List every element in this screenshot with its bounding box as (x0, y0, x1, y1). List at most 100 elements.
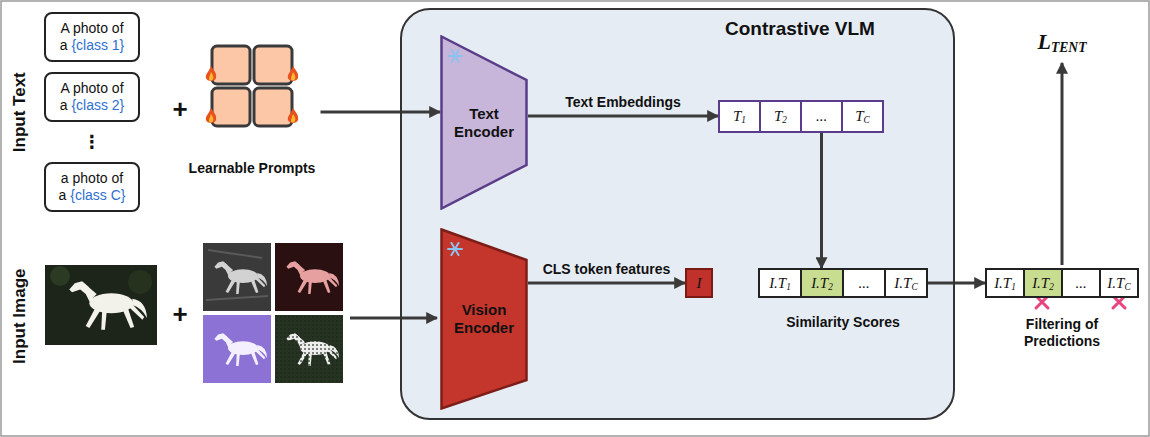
class-placeholder: {class 1} (71, 37, 124, 53)
encoder-body (442, 230, 527, 409)
loss-label: LTENT (1037, 29, 1086, 55)
text-part: T (733, 108, 741, 124)
edge-label: CLS token features (540, 261, 674, 277)
embedding-cell: T1 (718, 100, 761, 133)
snowflake-stroke (452, 50, 459, 62)
node-text: Vision Encoder (444, 301, 524, 337)
node-text: A photo of a {class 1} (56, 20, 128, 55)
node-text: T1 (733, 109, 746, 124)
node-text: I.T1 (769, 276, 791, 291)
row-heading: Input Text (10, 72, 30, 152)
encoder-body (442, 37, 527, 209)
vertical-ellipsis: ⋮ (83, 131, 101, 153)
arrow-connector (820, 133, 823, 268)
container-title: Contrastive VLM (725, 18, 875, 40)
class-placeholder: {class 2} (71, 97, 124, 113)
node-text: I.T1 (994, 276, 1016, 291)
augmentation-color-shift (275, 243, 343, 311)
image-input-arrow (350, 317, 437, 320)
photo-foliage (50, 266, 70, 286)
subscript: C (1124, 282, 1130, 292)
flame-icon (288, 66, 298, 81)
prompt-token (212, 88, 250, 126)
horse-figure (69, 281, 147, 329)
subscript: 1 (1011, 282, 1016, 292)
node-text: Learnable Prompts (189, 160, 316, 176)
embedding-cell: T2 (759, 100, 802, 133)
arrow-connector (528, 115, 718, 118)
prompt-template-box: a photo of a {class C} (44, 162, 140, 212)
horse-figure (214, 333, 267, 366)
frozen-icon (448, 243, 462, 255)
node-text: I.TC (1107, 276, 1130, 291)
similarity-cell: I.TC (884, 268, 928, 298)
node-text: I.T2 (811, 276, 833, 291)
class-placeholder: {class C} (70, 187, 125, 203)
subscript: 2 (1049, 282, 1054, 292)
node-text: A photo of a {class 2} (56, 80, 128, 115)
text-part: L (1037, 29, 1050, 54)
arrow-connector (528, 282, 685, 285)
node-text: I.TC (894, 276, 917, 291)
snowflake-stroke (452, 243, 459, 255)
prompt-token (212, 46, 250, 84)
prompt-token (254, 88, 292, 126)
text-part: I.T (1032, 275, 1049, 291)
node-text: a photo of a {class C} (56, 170, 128, 205)
horse-figure (214, 261, 267, 294)
flame-icon (206, 66, 216, 81)
subscript: 2 (828, 282, 833, 292)
augmented-photos (203, 243, 343, 383)
text-part: T (774, 108, 782, 124)
text-part: I.T (994, 275, 1011, 291)
snowflake-stroke (452, 50, 459, 62)
text-part: T (855, 108, 863, 124)
photo-texture (206, 250, 268, 300)
snowflake-stroke (452, 243, 459, 255)
prompt-token (254, 46, 292, 84)
flame-icon (206, 108, 216, 123)
text-encoder: Text Encoder (440, 35, 528, 210)
augmentation-hue (203, 315, 271, 383)
node-text: TC (855, 109, 870, 124)
row-heading: Input Image (10, 268, 30, 363)
subscript: 1 (741, 115, 746, 125)
embedding-cell: ... (800, 100, 843, 133)
prompt-template-box: A photo of a {class 2} (44, 72, 140, 122)
arrow-connector (321, 111, 441, 114)
node-text: I (697, 276, 702, 291)
augmentation-pixelate (275, 315, 343, 383)
loss-arrow (1061, 63, 1064, 265)
similarity-cell: I.T2 (800, 268, 844, 298)
learnable-prompts: Learnable Prompts (184, 40, 321, 178)
node-text: T2 (774, 109, 787, 124)
horse-figure (286, 261, 339, 294)
augmentation-grayscale (203, 243, 271, 311)
image-feature-cell: I (685, 268, 713, 298)
subscript: 2 (782, 115, 787, 125)
model-container-fill (401, 9, 954, 419)
vision-encoder: Vision Encoder (440, 228, 528, 410)
subscript: 1 (786, 282, 791, 292)
node-text: ... (858, 276, 869, 291)
node-text: I.T2 (1032, 276, 1054, 291)
learnable-prompt-squares (206, 46, 298, 126)
text-part: I.T (811, 275, 828, 291)
text-part: I.T (769, 275, 786, 291)
embedding-cell: TC (841, 100, 884, 133)
arrow-connector (928, 282, 985, 285)
filtered-score-cell: ... (1061, 268, 1101, 298)
subscript: TENT (1051, 40, 1087, 55)
model-container: Contrastive VLM Text EncoderVision Encode… (400, 8, 955, 420)
row-caption: Similarity Scores (783, 314, 903, 331)
photo-foliage (128, 270, 152, 294)
similarity-cell: I.T1 (758, 268, 802, 298)
flame-icon (288, 108, 298, 123)
filtered-score-cell: I.TC (1099, 268, 1139, 298)
plus-sign: + (172, 94, 187, 125)
filtered-score-cell: I.T2 (1023, 268, 1063, 298)
plus-sign: + (172, 299, 187, 330)
